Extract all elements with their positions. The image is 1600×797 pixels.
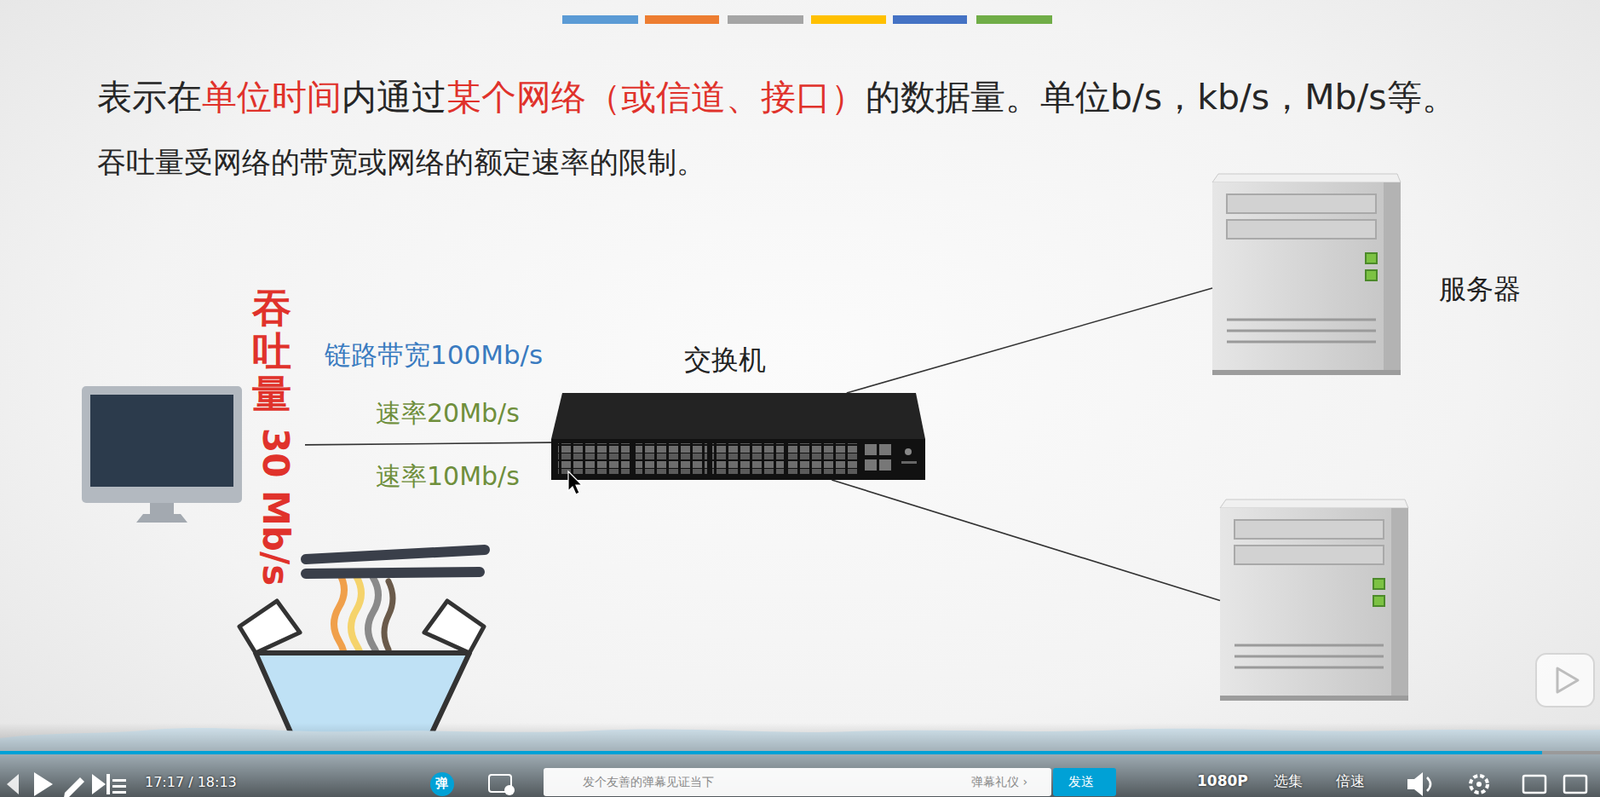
link-text: 弹幕礼仪 › — [971, 774, 1028, 789]
color-bar — [562, 15, 1053, 24]
connector-line — [831, 479, 1221, 601]
body-text: 内通过 — [341, 76, 447, 118]
rotated-label: 30 Mb/s — [255, 427, 295, 586]
danmaku-input — [543, 767, 1052, 796]
mouse-cursor — [568, 471, 582, 495]
rate-label: 速率20Mb/s — [375, 397, 520, 429]
server-node: 服务器 — [1212, 173, 1401, 376]
send-button-text: 发送 — [1068, 773, 1094, 789]
switch-icon — [551, 392, 926, 480]
text-line: 表示在单位时间内通过某个网络（或信道、接口）的数据量。单位b/s，kb/s，Mb… — [97, 76, 1457, 119]
connector-line — [305, 442, 552, 445]
speed-button: 倍速 — [1335, 771, 1365, 789]
server-icon — [1220, 499, 1409, 701]
quality-button: 1080P — [1197, 771, 1249, 789]
input-placeholder: 发个友善的弹幕见证当下 — [582, 774, 714, 789]
bandwidth-label: 链路带宽100Mb/s — [324, 339, 543, 371]
body-text: 表示在 — [97, 76, 202, 118]
highlight-text: 某个网络（或信道、接口） — [446, 76, 866, 118]
server-icon — [1212, 173, 1401, 375]
player-shade — [0, 722, 1600, 797]
switch-node: 交换机 — [551, 392, 926, 480]
node-heading: 交换机 — [684, 345, 766, 375]
progress-track — [0, 750, 1600, 754]
time-display: 17:17 / 18:13 — [144, 773, 237, 790]
body-text: 的数据量。单位b/s，kb/s，Mb/s等。 — [865, 76, 1457, 118]
vertical-label: 吞吐量 — [252, 286, 292, 416]
danmaku-toggle-icon — [430, 771, 455, 796]
computer-node: 吞吐量 30 Mb/s — [81, 281, 306, 588]
send-button — [1053, 767, 1117, 796]
highlight-text: 单位时间 — [201, 76, 342, 118]
connector-line — [846, 287, 1213, 393]
body-text: 吞吐量受网络的带宽或网络的额定速率的限制。 — [97, 144, 706, 180]
progress-bar — [0, 750, 1543, 754]
danmaku-toggle: 弹 — [435, 775, 449, 791]
node-heading: 服务器 — [1438, 274, 1521, 305]
rate-label: 速率10Mb/s — [375, 460, 520, 492]
computer-icon — [81, 385, 242, 523]
episode-button: 选集 — [1273, 771, 1303, 789]
server-node — [1220, 499, 1409, 702]
side-play-icon — [1536, 653, 1595, 707]
